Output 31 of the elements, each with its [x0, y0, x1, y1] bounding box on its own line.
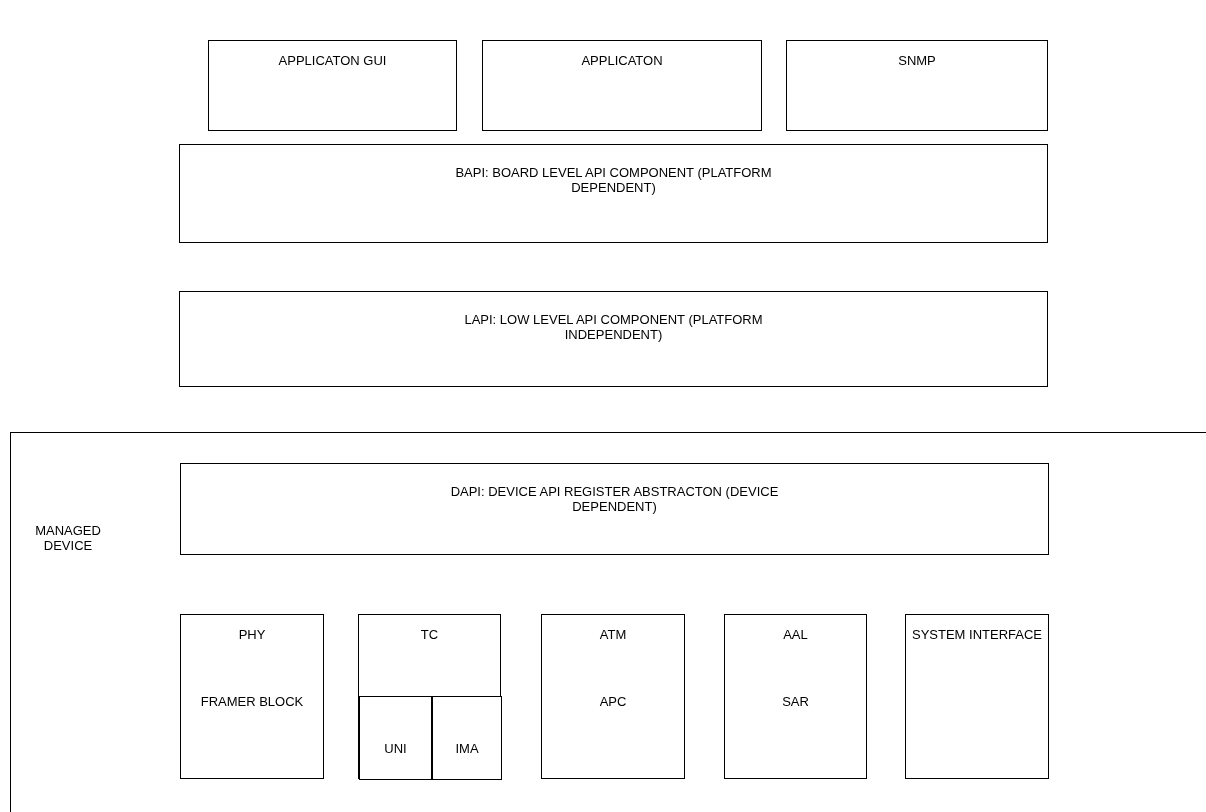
- box-label: LAPI: LOW LEVEL API COMPONENT (PLATFORM INDEPENDENT): [463, 312, 764, 342]
- box-label: IMA: [455, 741, 479, 756]
- group-label: MANAGED DEVICE: [34, 523, 102, 553]
- component-box: [358, 614, 501, 779]
- component-box: [180, 463, 1049, 555]
- component-box: [359, 696, 432, 780]
- box-label: BAPI: BOARD LEVEL API COMPONENT (PLATFORM DEPENDENT): [454, 165, 773, 195]
- component-box: [905, 614, 1049, 779]
- box-label: APC: [599, 694, 627, 709]
- box-label: FRAMER BLOCK: [200, 694, 304, 709]
- box-label: TC: [420, 627, 439, 642]
- box-label: DAPI: DEVICE API REGISTER ABSTRACTON (DEVICE DEPENDENT): [449, 484, 780, 514]
- component-box: [179, 144, 1048, 243]
- box-label: AAL: [783, 627, 808, 642]
- component-box: [786, 40, 1048, 131]
- component-box: [208, 40, 457, 131]
- box-label: ATM: [599, 627, 627, 642]
- component-box: [180, 614, 324, 779]
- component-box: [179, 291, 1048, 387]
- box-label: UNI: [384, 741, 407, 756]
- component-box: [724, 614, 867, 779]
- component-box: [541, 614, 685, 779]
- managed-device-frame: [10, 432, 1206, 812]
- box-label: APPLICATON GUI: [278, 53, 387, 68]
- component-box: [432, 696, 502, 780]
- box-label: SYSTEM INTERFACE: [912, 627, 1042, 642]
- box-label: SNMP: [898, 53, 936, 68]
- box-label: APPLICATON: [581, 53, 663, 68]
- component-box: [482, 40, 762, 131]
- box-label: PHY: [238, 627, 266, 642]
- box-label: SAR: [782, 694, 809, 709]
